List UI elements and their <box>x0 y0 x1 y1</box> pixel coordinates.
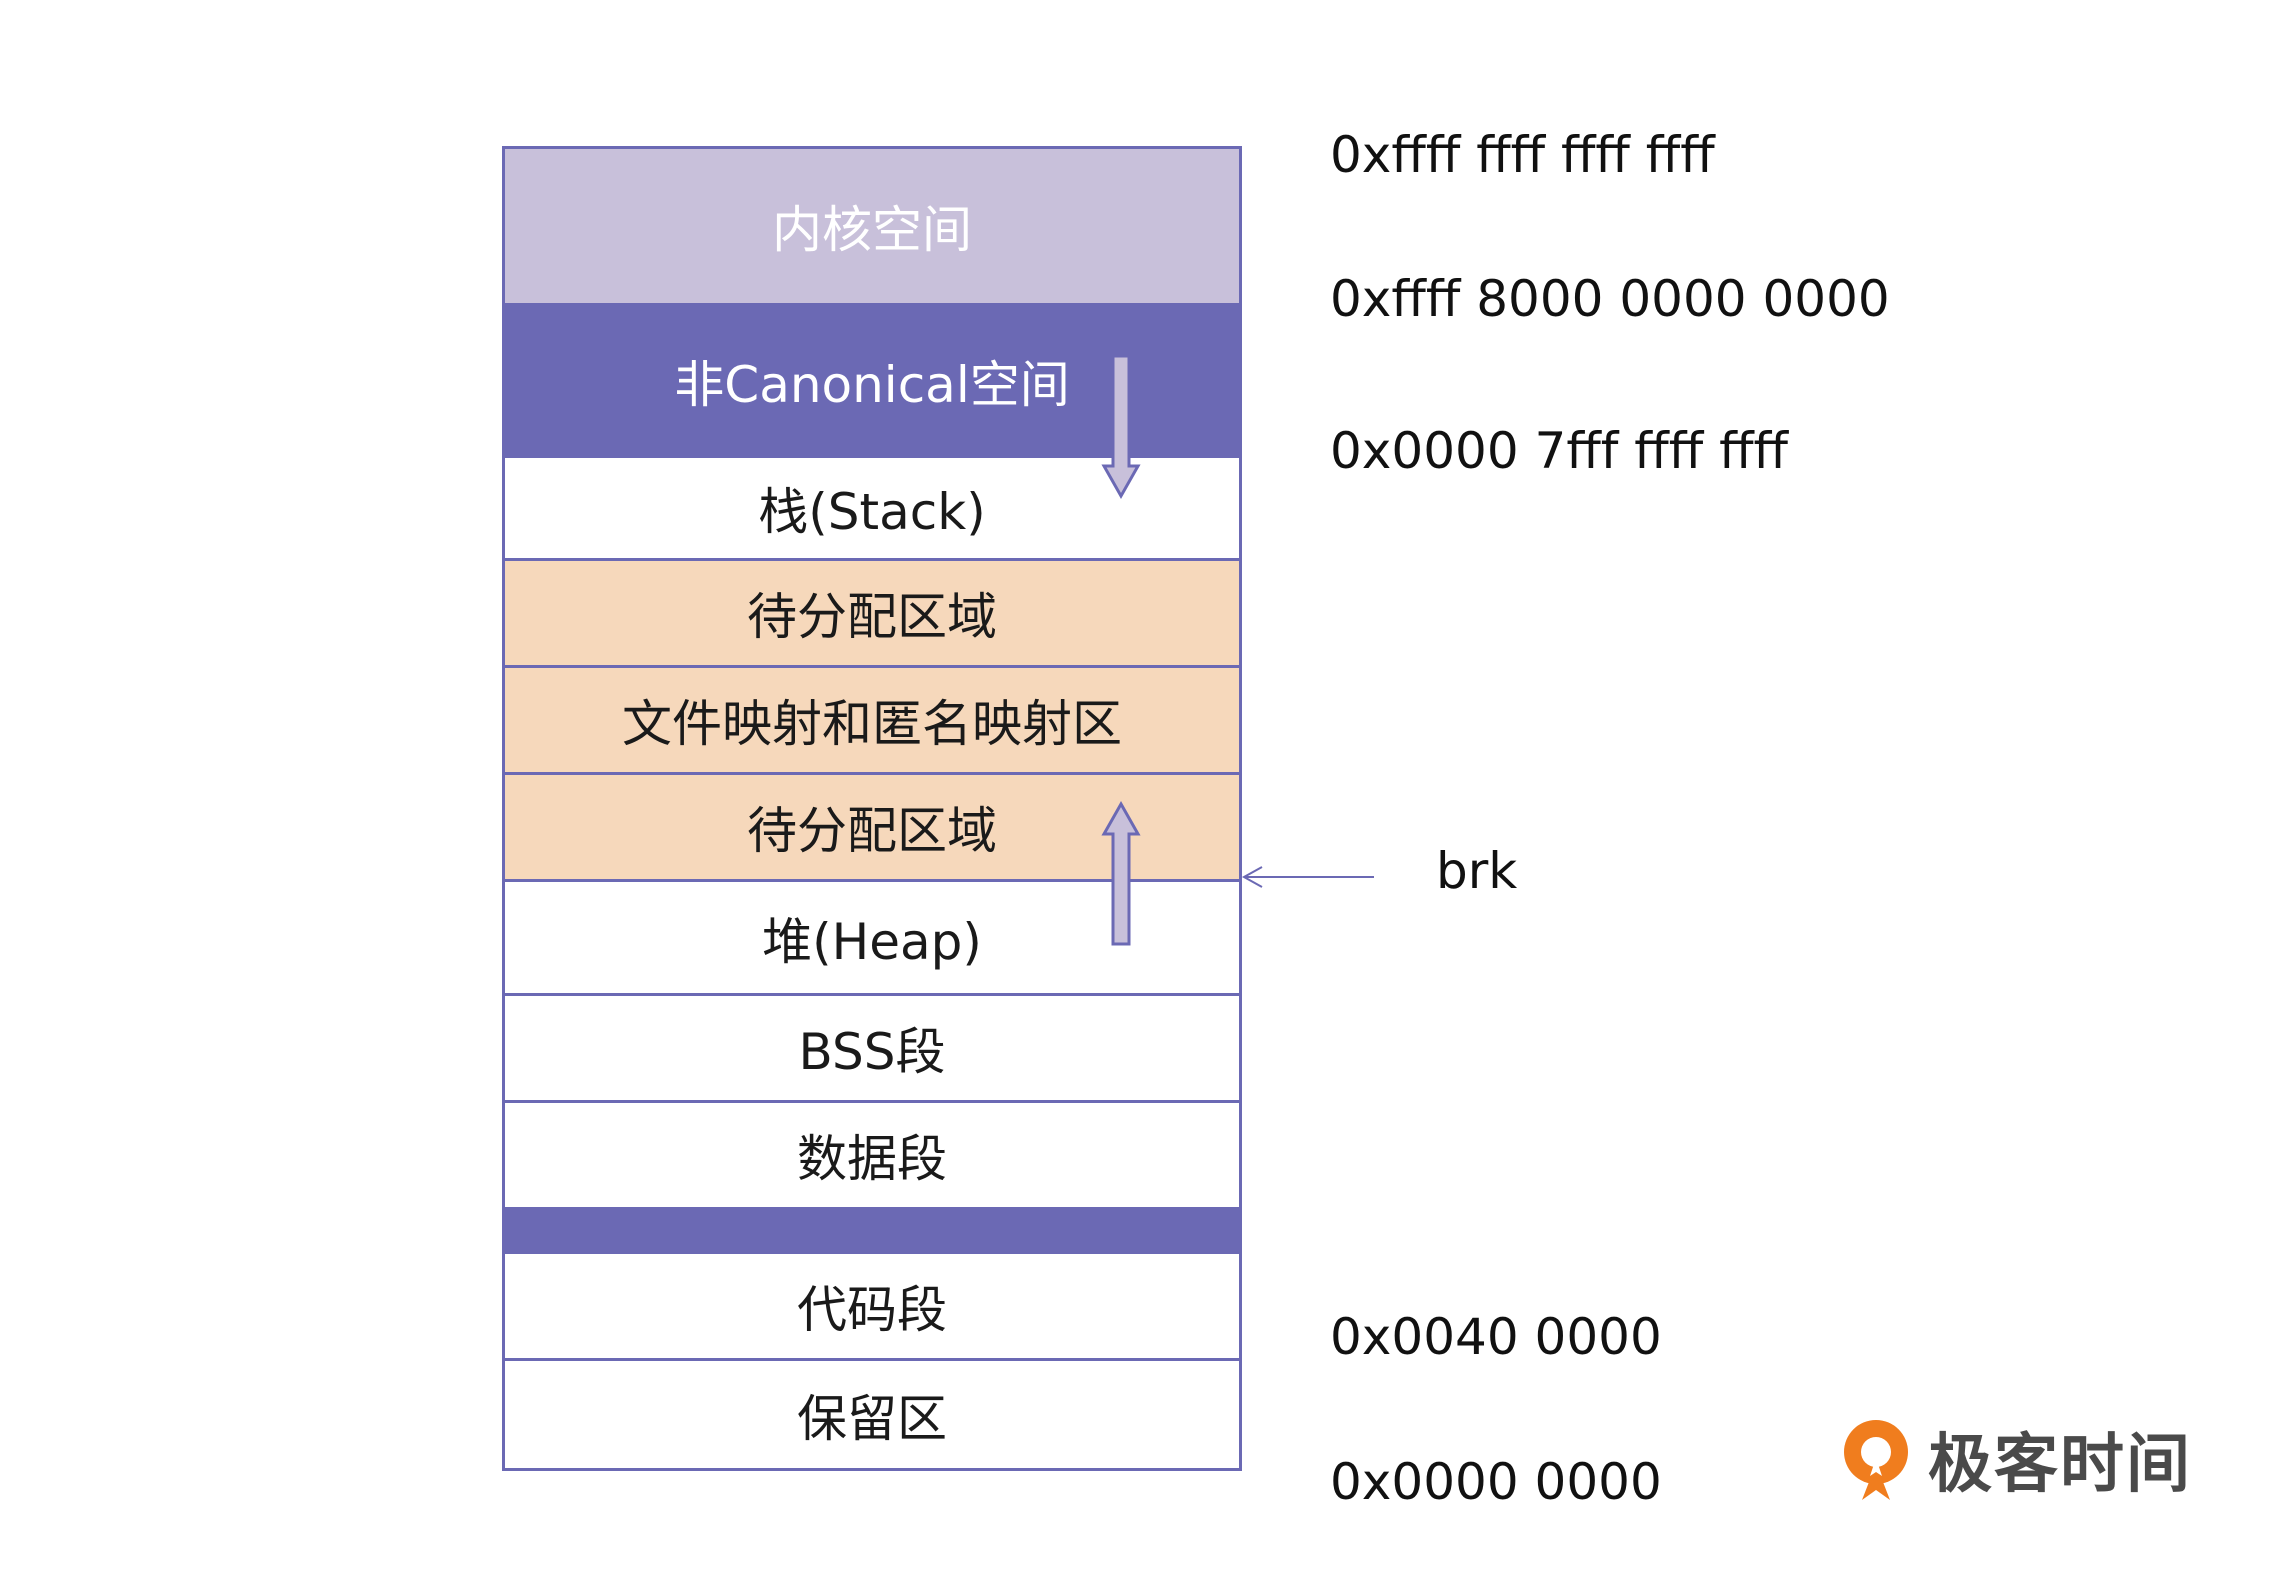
segment-text: 代码段 <box>505 1254 1239 1361</box>
address-zero: 0x0000 0000 <box>1330 1453 1662 1511</box>
heap-growth-up-arrow-icon <box>1101 800 1141 946</box>
segment-label: 数据段 <box>797 1130 947 1188</box>
logo-text: 极客时间 <box>1928 1428 2192 1502</box>
geektime-logo: 极客时间 <box>1838 1413 2192 1505</box>
segment-bss: BSS段 <box>505 996 1239 1103</box>
geektime-logo-icon <box>1844 1420 1908 1500</box>
segment-gap <box>505 1210 1239 1254</box>
segment-data: 数据段 <box>505 1103 1239 1210</box>
segment-label: 内核空间 <box>772 201 972 259</box>
address-top: 0xffff ffff ffff ffff <box>1330 126 1715 184</box>
segment-label: 代码段 <box>797 1281 947 1339</box>
segment-label: 保留区 <box>797 1389 947 1448</box>
segment-label: 待分配区域 <box>747 588 997 646</box>
address-text-start: 0x0040 0000 <box>1330 1308 1662 1366</box>
segment-label: BSS段 <box>798 1023 946 1081</box>
segment-label: 栈(Stack) <box>758 483 986 541</box>
segment-reserved: 保留区 <box>505 1361 1239 1468</box>
segment-label: 非Canonical空间 <box>674 355 1070 414</box>
segment-unallocated-upper: 待分配区域 <box>505 561 1239 668</box>
segment-kernel-space: 内核空间 <box>505 149 1239 306</box>
address-kernel-start: 0xffff 8000 0000 0000 <box>1330 270 1890 328</box>
stack-growth-down-arrow-icon <box>1101 354 1141 500</box>
segment-label: 堆(Heap) <box>762 912 982 971</box>
segment-label: 待分配区域 <box>747 802 997 860</box>
brk-pointer-arrow-icon <box>1241 866 1374 888</box>
segment-label: 文件映射和匿名映射区 <box>622 695 1122 753</box>
address-user-top: 0x0000 7fff ffff ffff <box>1330 422 1788 480</box>
segment-file-anon-mapping: 文件映射和匿名映射区 <box>505 668 1239 775</box>
brk-label: brk <box>1436 842 1518 900</box>
